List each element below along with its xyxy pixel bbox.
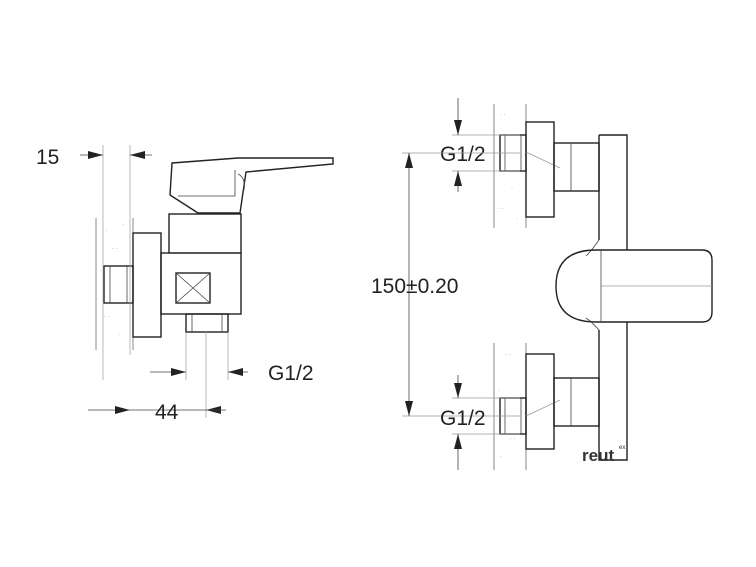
dim-depth-top: 15 bbox=[36, 145, 152, 380]
brand-logo-mark: ex bbox=[619, 445, 625, 451]
dim-inlet-thread-bottom: G1/2 bbox=[440, 375, 520, 470]
svg-text:· ·: · · bbox=[112, 246, 118, 252]
side-inlet-stub bbox=[103, 265, 134, 304]
svg-text:·: · bbox=[498, 388, 500, 394]
dim-inlet-thread-top-label: G1/2 bbox=[440, 143, 486, 166]
svg-text:·: · bbox=[516, 216, 518, 222]
front-view: · · · · · · · · · · · · · bbox=[371, 98, 713, 470]
svg-text:·: · bbox=[122, 222, 124, 228]
dim-outlet-thread: G1/2 bbox=[150, 332, 314, 385]
dim-outlet-thread-label: G1/2 bbox=[268, 362, 314, 385]
svg-text:·: · bbox=[100, 268, 102, 274]
front-bottom-inlet bbox=[499, 353, 600, 450]
dim-depth-bottom-label: 44 bbox=[155, 401, 179, 424]
svg-text:· ·: · · bbox=[104, 314, 110, 320]
dim-center-distance: 150±0.20 bbox=[371, 152, 520, 417]
svg-text:·: · bbox=[500, 454, 502, 460]
dim-center-distance-label: 150±0.20 bbox=[371, 275, 458, 298]
front-body bbox=[585, 134, 628, 461]
svg-text:·: · bbox=[118, 332, 120, 338]
svg-text:·: · bbox=[511, 186, 513, 192]
brand-logo-text: reut bbox=[582, 446, 614, 465]
front-lever-handle bbox=[555, 249, 713, 323]
front-top-inlet bbox=[499, 121, 600, 218]
svg-text:· ·: · · bbox=[102, 228, 108, 234]
dim-inlet-thread-top: G1/2 bbox=[440, 98, 520, 192]
dim-inlet-thread-bottom-label: G1/2 bbox=[440, 407, 486, 430]
svg-text:· ·: · · bbox=[505, 352, 511, 358]
svg-text:·: · bbox=[503, 172, 505, 178]
side-wall-section: · · · · · · · · · bbox=[95, 218, 134, 350]
side-flange bbox=[132, 232, 162, 338]
side-body bbox=[160, 213, 242, 315]
side-outlet-nozzle bbox=[185, 313, 229, 333]
svg-text:· ·: · · bbox=[500, 112, 506, 118]
side-lever-handle bbox=[169, 157, 334, 214]
dim-depth-top-label: 15 bbox=[36, 146, 59, 169]
brand-logo: reut ex bbox=[582, 445, 625, 465]
svg-text:· ·: · · bbox=[510, 436, 516, 442]
side-view: · · · · · · · · · bbox=[36, 145, 334, 424]
dim-depth-bottom: 44 bbox=[88, 332, 226, 424]
svg-text:· ·: · · bbox=[498, 206, 504, 212]
